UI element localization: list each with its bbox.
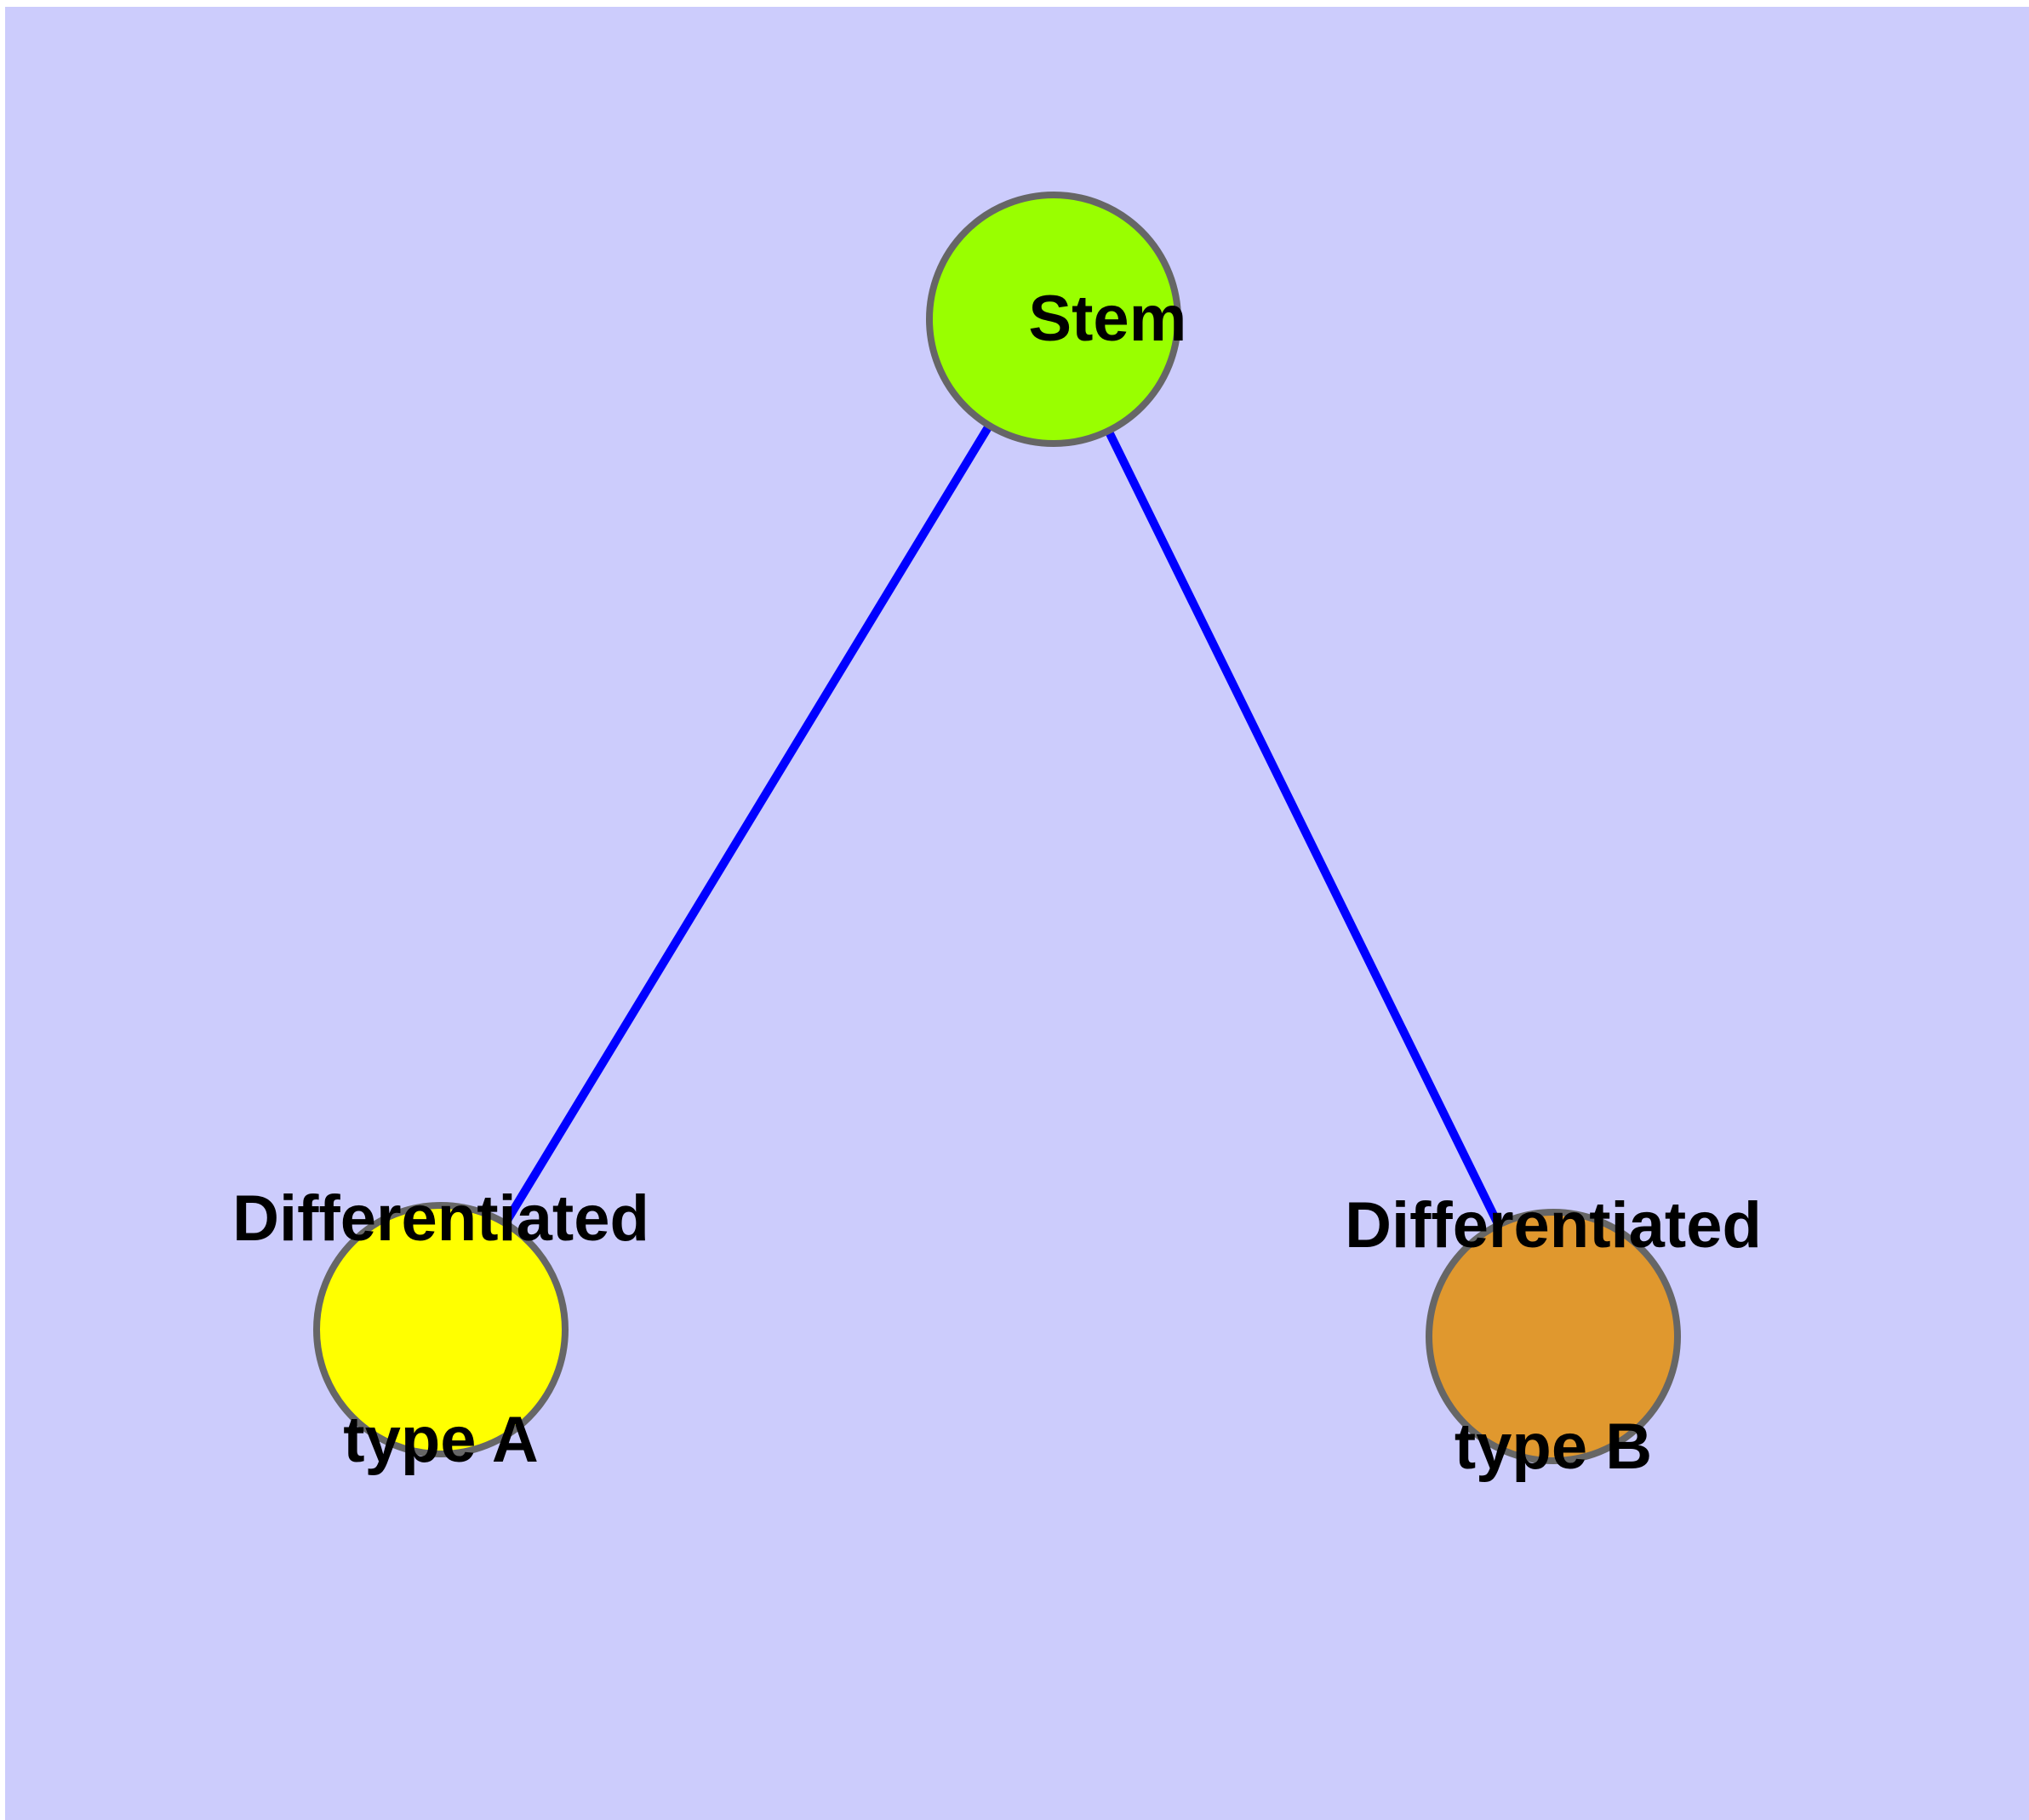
edges-layer — [501, 423, 1503, 1228]
edge-stem-diff-b[interactable] — [1104, 428, 1503, 1228]
node-differentiated-type-b[interactable] — [1426, 1209, 1681, 1464]
edge-stem-diff-a[interactable] — [501, 423, 993, 1226]
graph-svg — [313, 192, 1681, 1464]
nodes-layer — [313, 192, 1681, 1464]
diagram-canvas: Stem Differentiated type A Differentiate… — [5, 7, 2029, 1820]
node-differentiated-type-a[interactable] — [313, 1202, 569, 1457]
node-stem[interactable] — [926, 192, 1181, 447]
